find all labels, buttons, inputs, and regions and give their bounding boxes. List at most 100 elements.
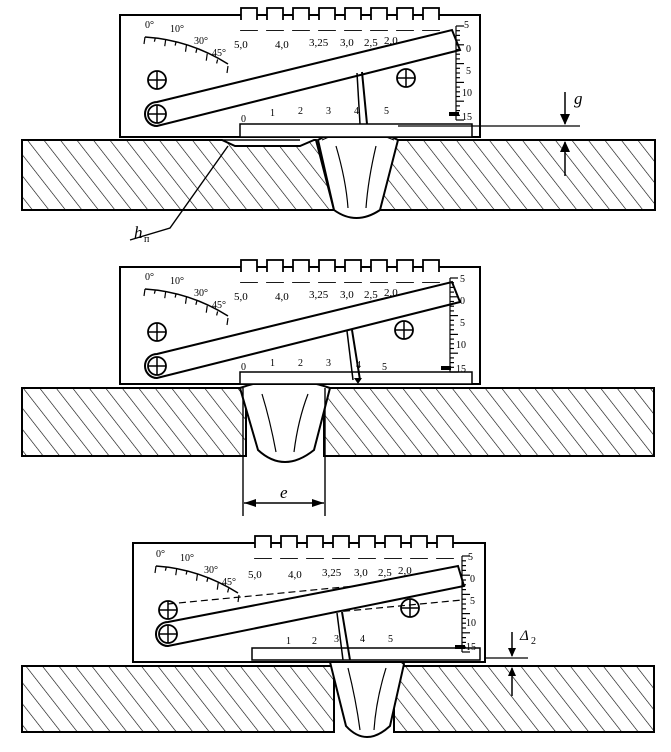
comb-label: 2,0 xyxy=(384,287,398,299)
scale-tick xyxy=(153,37,156,42)
scale-tick xyxy=(216,311,219,316)
right-scale-label: 10 xyxy=(462,88,472,99)
angle-label-10: 10° xyxy=(170,276,184,287)
plate-left-2 xyxy=(21,387,247,457)
panel-3 xyxy=(21,535,655,738)
scale-tick xyxy=(206,577,209,582)
comb-label: 5,0 xyxy=(234,39,248,51)
comb-label: 4,0 xyxy=(288,569,302,581)
scale-tick xyxy=(184,44,188,52)
right-scale-label: 15 xyxy=(462,112,472,123)
right-scale-label: 5 xyxy=(460,318,465,329)
angle-label-45: 45° xyxy=(222,577,236,588)
scale-tick xyxy=(143,36,146,45)
bottom-scale-label: 1 xyxy=(270,358,275,369)
angle-label-0: 0° xyxy=(156,549,165,560)
comb-label: 5,0 xyxy=(248,569,262,581)
pivot-arm xyxy=(144,28,462,128)
angle-label-45: 45° xyxy=(212,300,226,311)
scale-tick xyxy=(237,594,240,603)
misalignment-annotation-delta: Δ xyxy=(519,628,529,644)
comb-label: 2,5 xyxy=(378,567,392,579)
right-scale-label: 5 xyxy=(466,66,471,77)
scale-tick xyxy=(195,48,198,53)
bottom-scale-label: 5 xyxy=(384,106,389,117)
angle-label-0: 0° xyxy=(145,20,154,31)
bottom-scale-label: 3 xyxy=(326,358,331,369)
bottom-scale-label: 4 xyxy=(354,106,359,117)
comb-label: 3,0 xyxy=(354,567,368,579)
comb-label: 2,0 xyxy=(398,565,412,577)
bottom-scale-label: 4 xyxy=(360,634,365,645)
plate-right-2 xyxy=(323,387,655,457)
right-scale-label: 0 xyxy=(466,44,471,55)
misalignment-annotation-h: h xyxy=(134,223,143,242)
scale-tick xyxy=(205,305,208,313)
misalignment-annotation-sub: п xyxy=(144,234,150,245)
scale-tick xyxy=(184,296,188,304)
gauge-hole-2 xyxy=(396,68,416,88)
comb-label: 3,25 xyxy=(309,289,329,301)
comb-label: 5,0 xyxy=(234,291,248,303)
scale-tick xyxy=(174,41,177,46)
pivot-arm-3 xyxy=(155,564,466,648)
scale-tick xyxy=(205,53,208,61)
right-scale-label: 5 xyxy=(460,274,465,285)
bottom-scale-label: 2 xyxy=(298,358,303,369)
right-scale-label: 10 xyxy=(456,340,466,351)
bottom-scale-label: 1 xyxy=(286,636,291,647)
bottom-scale-label: 4 xyxy=(356,360,361,371)
plate-left-3 xyxy=(21,665,335,733)
scale-tick xyxy=(227,588,230,593)
scale-tick xyxy=(216,582,219,590)
bottom-scale-label: 3 xyxy=(334,634,339,645)
bottom-scale-label: 5 xyxy=(382,362,387,373)
angle-label-45: 45° xyxy=(212,48,226,59)
right-scale-label: 15 xyxy=(456,364,466,375)
plate-right xyxy=(374,139,656,211)
width-annotation-e: e xyxy=(280,483,288,502)
angle-label-30: 30° xyxy=(194,36,208,47)
scale-tick xyxy=(185,570,188,575)
scale-tick xyxy=(153,289,156,294)
angle-label-30: 30° xyxy=(194,288,208,299)
scale-tick xyxy=(226,65,229,74)
comb-label: 4,0 xyxy=(275,291,289,303)
bottom-scale-label: 3 xyxy=(326,106,331,117)
right-scale-label: 10 xyxy=(466,618,476,629)
right-scale-label: 0 xyxy=(460,296,465,307)
scale-tick xyxy=(164,291,167,299)
bottom-scale-label: 0 xyxy=(241,114,246,125)
pivot-arm-2 xyxy=(144,280,462,380)
weld-bead-3 xyxy=(328,654,406,738)
scale-tick xyxy=(216,59,219,64)
comb-label: 2,0 xyxy=(384,35,398,47)
misalignment-annotation-delta-sub: 2 xyxy=(531,636,536,647)
angle-label-30: 30° xyxy=(204,565,218,576)
bottom-scale-label: 0 xyxy=(241,362,246,373)
comb-label: 2,5 xyxy=(364,289,378,301)
right-scale-label: 15 xyxy=(466,642,476,653)
bottom-scale-label: 2 xyxy=(298,106,303,117)
comb-label: 3,0 xyxy=(340,289,354,301)
scale-tick xyxy=(175,568,178,576)
bottom-scale-label: 2 xyxy=(312,636,317,647)
scale-tick xyxy=(154,565,157,574)
comb-label: 3,25 xyxy=(309,37,329,49)
bottom-scale-label: 5 xyxy=(388,634,393,645)
gap-annotation-g: g xyxy=(574,89,583,108)
comb-label: 3,25 xyxy=(322,567,342,579)
scale-tick xyxy=(195,300,198,305)
angle-label-0: 0° xyxy=(145,272,154,283)
sliding-strip xyxy=(239,123,473,138)
plate-left xyxy=(21,139,336,211)
right-scale-label: 0 xyxy=(470,574,475,585)
scale-tick xyxy=(226,317,229,326)
scale-tick xyxy=(174,293,177,298)
right-scale-label: 5 xyxy=(464,20,469,31)
right-scale-label: 5 xyxy=(470,596,475,607)
scale-tick xyxy=(195,573,199,581)
comb-label: 4,0 xyxy=(275,39,289,51)
